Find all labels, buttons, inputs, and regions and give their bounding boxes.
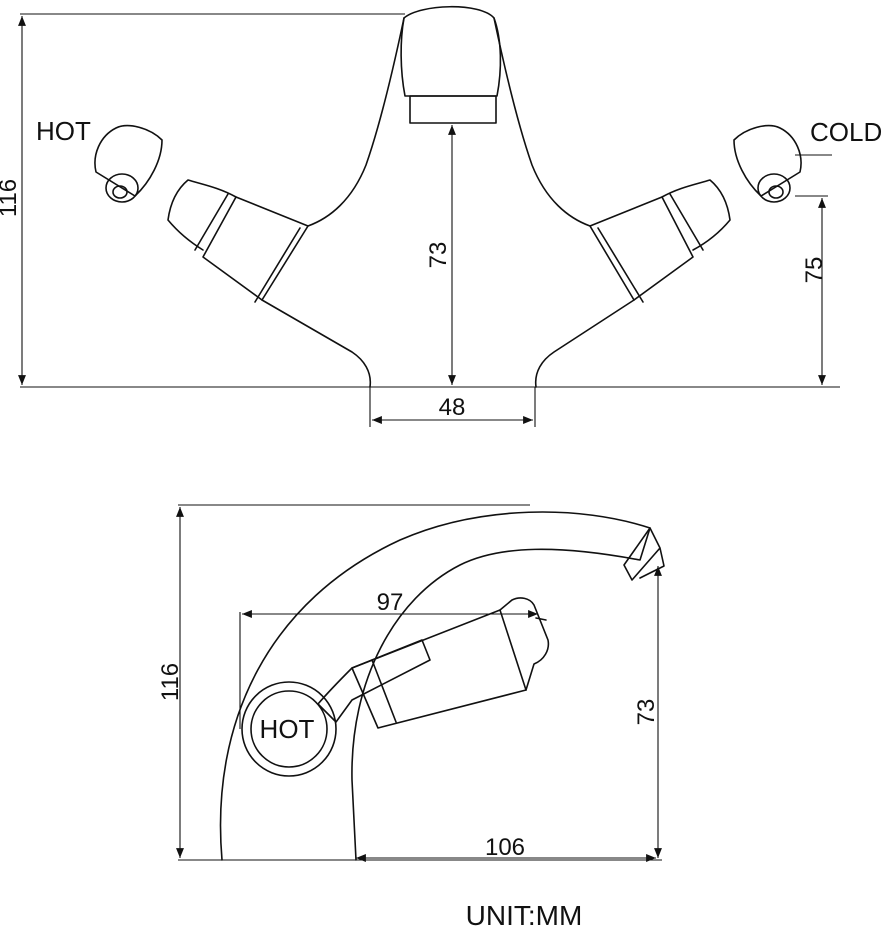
front-view: 116 73 75 48 HOT COLD xyxy=(0,5,882,427)
front-dim-73: 73 xyxy=(425,242,452,269)
side-spout-outer xyxy=(219,511,651,861)
side-hot-disc-inner xyxy=(250,690,328,768)
front-cold-handle xyxy=(589,124,802,303)
side-dim-116: 116 xyxy=(157,663,184,701)
front-tap-body xyxy=(261,17,635,388)
side-hot-disc-outer xyxy=(241,681,337,777)
side-view: HOT 116 97 73 106 xyxy=(157,504,665,862)
front-cold-label: COLD xyxy=(810,117,882,147)
side-dim-106: 106 xyxy=(485,834,525,861)
side-spout-nozzle xyxy=(623,527,665,581)
side-hot-badge: HOT xyxy=(260,714,315,744)
front-dim-75: 75 xyxy=(801,257,828,284)
side-lever-handle xyxy=(317,597,550,729)
front-dim-116: 116 xyxy=(0,179,22,217)
front-spout-outlet xyxy=(409,95,497,124)
front-hot-handle xyxy=(94,124,309,303)
front-hot-label: HOT xyxy=(36,116,91,146)
front-dim-48: 48 xyxy=(439,394,466,421)
side-dim-73: 73 xyxy=(633,699,660,726)
unit-label: UNIT:MM xyxy=(466,900,583,929)
front-spout-head xyxy=(400,5,502,97)
side-dim-97: 97 xyxy=(377,589,404,616)
